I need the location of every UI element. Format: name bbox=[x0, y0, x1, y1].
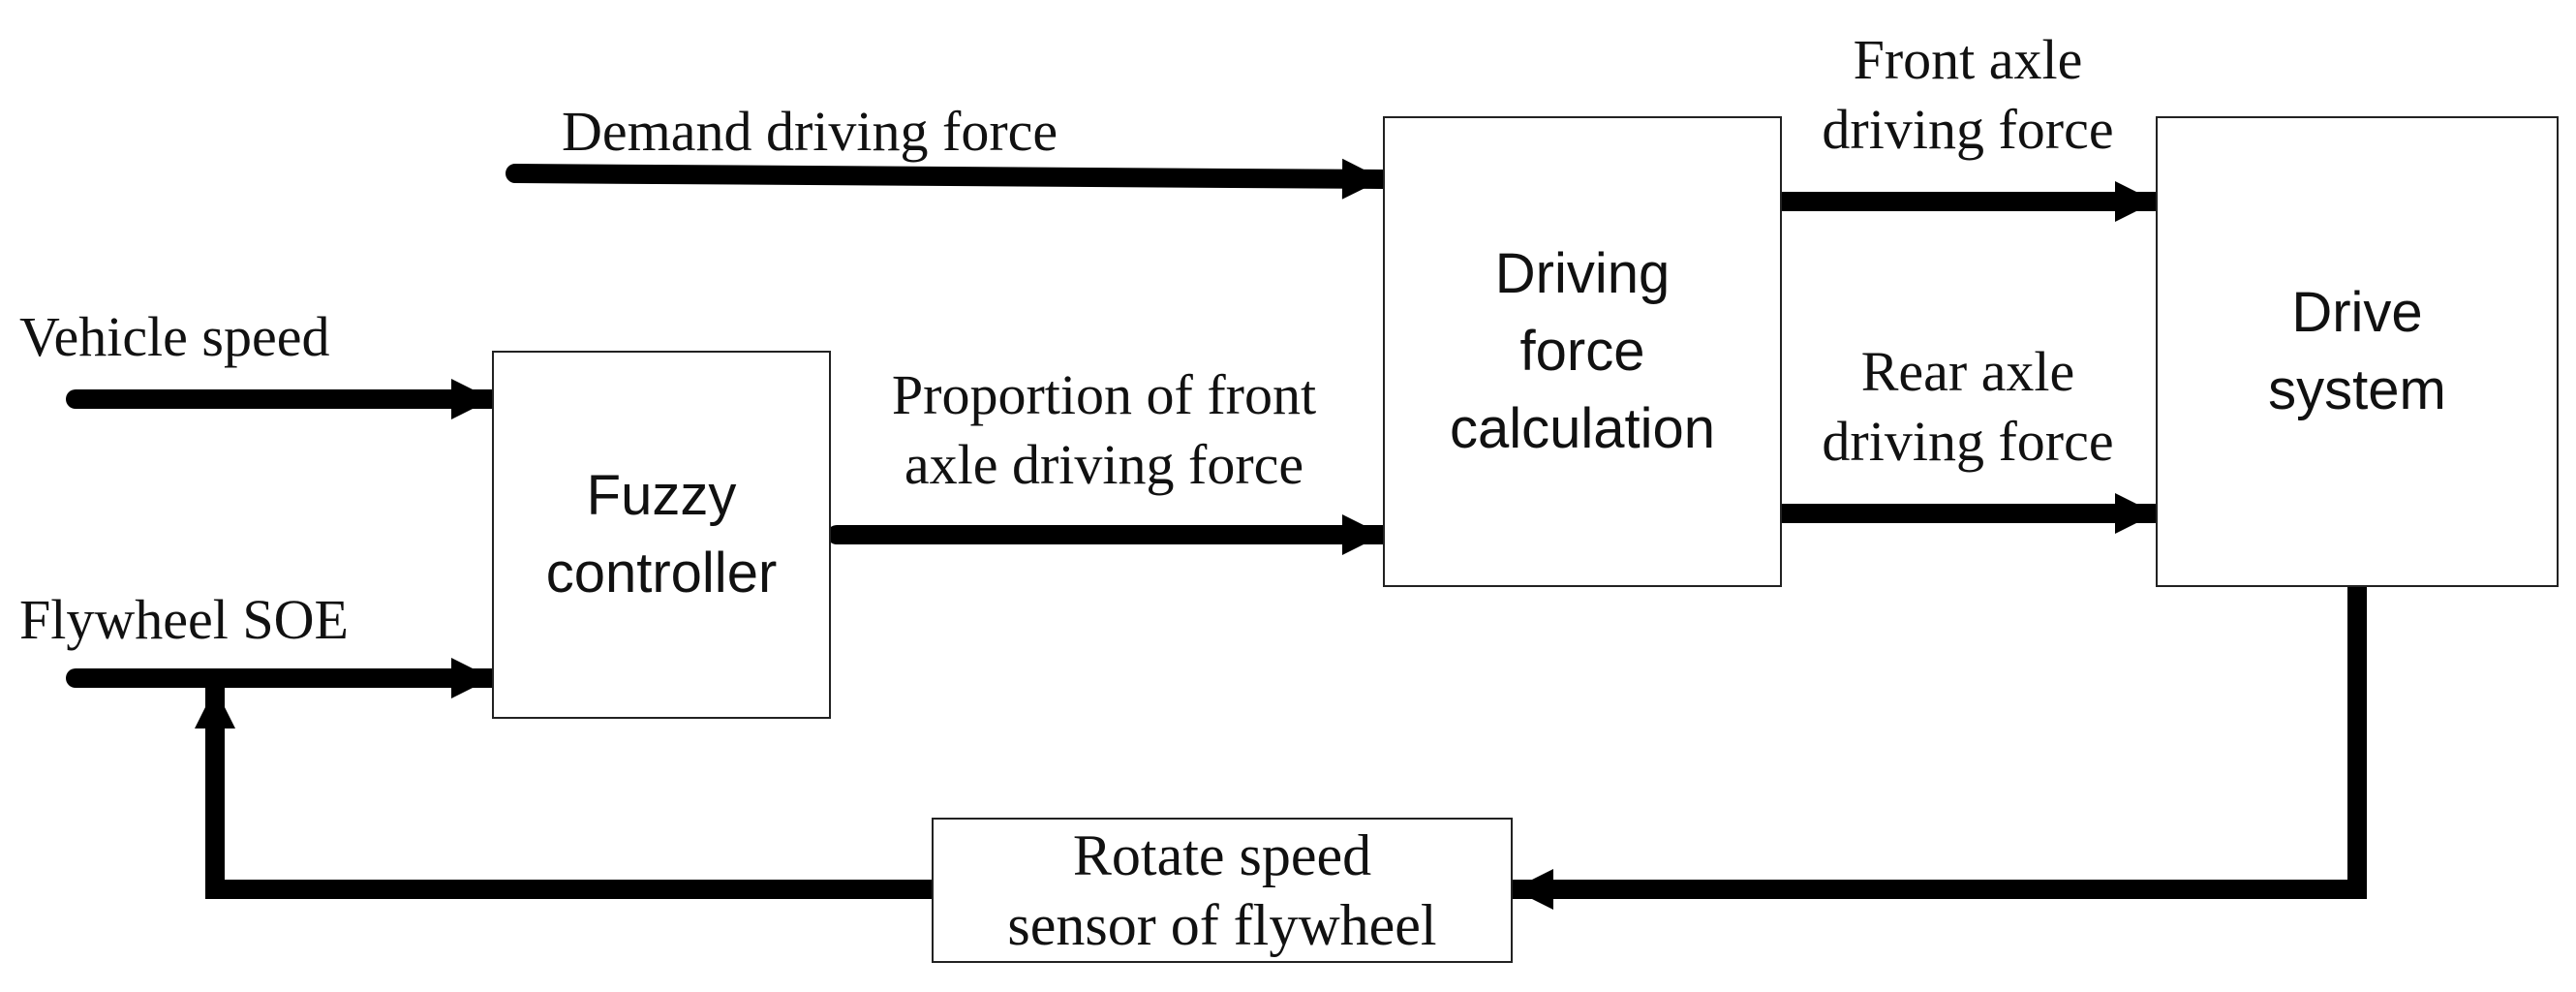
calc-line-2: force bbox=[1519, 320, 1645, 383]
sensor-to-soe-arrow bbox=[195, 678, 941, 899]
rear-axle-line-2: driving force bbox=[1822, 410, 2114, 473]
rear-axle-line-1: Rear axle bbox=[1860, 340, 2075, 403]
flywheel-soe-label: Flywheel SOE bbox=[19, 588, 349, 651]
fuzzy-line-2: controller bbox=[545, 542, 778, 604]
front-axle-line-2: driving force bbox=[1822, 98, 2114, 161]
sensor-line-1: Rotate speed bbox=[1072, 823, 1372, 887]
proportion-label: Proportion of front axle driving force bbox=[843, 360, 1365, 500]
sensor-line-2: sensor of flywheel bbox=[1007, 893, 1437, 957]
calc-line-3: calculation bbox=[1449, 397, 1716, 460]
proportion-line-1: Proportion of front bbox=[891, 363, 1317, 426]
driving-force-calculation-block: Driving force calculation bbox=[1383, 116, 1782, 587]
demand-arrow bbox=[506, 158, 1393, 200]
drive-to-sensor-arrow bbox=[1503, 577, 2367, 910]
rear-axle-label: Rear axle driving force bbox=[1784, 337, 2152, 477]
proportion-line-2: axle driving force bbox=[904, 433, 1304, 496]
front-axle-label: Front axle driving force bbox=[1784, 25, 2152, 165]
calc-line-1: Driving bbox=[1494, 242, 1671, 305]
fuzzy-controller-block: Fuzzy controller bbox=[492, 351, 831, 719]
rotate-speed-sensor-block: Rotate speed sensor of flywheel bbox=[932, 818, 1513, 963]
demand-driving-force-label: Demand driving force bbox=[562, 100, 1058, 163]
drive-line-2: system bbox=[2268, 358, 2446, 421]
front-axle-line-1: Front axle bbox=[1853, 28, 2083, 91]
fuzzy-line-1: Fuzzy bbox=[586, 464, 737, 527]
drive-system-block: Drive system bbox=[2156, 116, 2559, 587]
vehicle-speed-label: Vehicle speed bbox=[19, 305, 330, 368]
drive-line-1: Drive bbox=[2291, 281, 2423, 344]
